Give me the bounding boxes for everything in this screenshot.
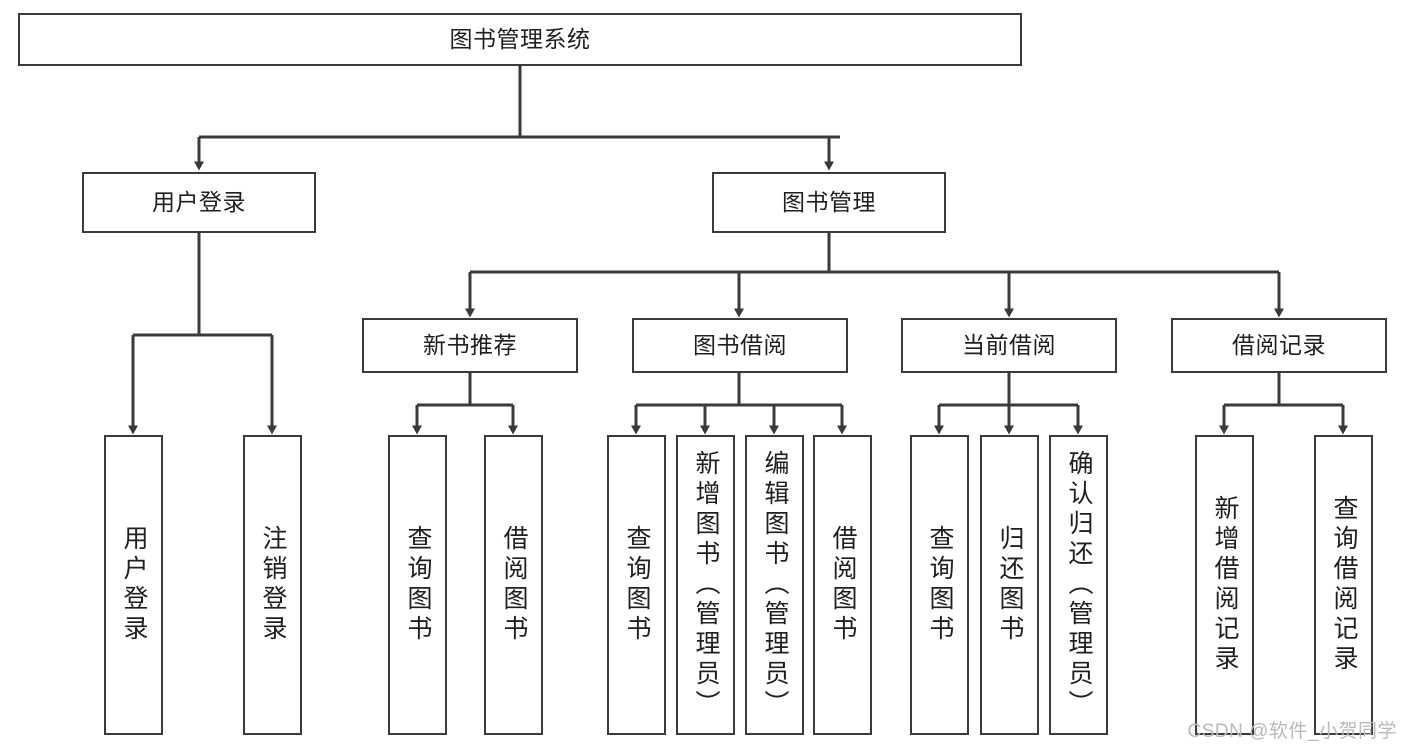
node-leaf-return-book[interactable]: 归还图书: [980, 435, 1039, 735]
node-leaf-borrow-book-2-label: 借阅图书: [829, 525, 857, 645]
node-leaf-query-book-3-label: 查询图书: [926, 525, 954, 645]
node-leaf-add-record[interactable]: 新增借阅记录: [1195, 435, 1254, 735]
node-leaf-query-book-1-label: 查询图书: [404, 525, 432, 645]
node-current-borrow[interactable]: 当前借阅: [901, 318, 1117, 373]
node-leaf-query-record[interactable]: 查询借阅记录: [1314, 435, 1373, 735]
node-leaf-query-record-label: 查询借阅记录: [1330, 495, 1358, 675]
node-root-label: 图书管理系统: [449, 25, 591, 52]
node-root[interactable]: 图书管理系统: [18, 13, 1022, 66]
node-user-login[interactable]: 用户登录: [82, 172, 316, 233]
node-borrow-record[interactable]: 借阅记录: [1171, 318, 1387, 373]
node-leaf-borrow-book-2[interactable]: 借阅图书: [813, 435, 872, 735]
node-leaf-borrow-book-1-label: 借阅图书: [500, 525, 528, 645]
watermark: CSDN @软件_小贺同学: [1187, 721, 1397, 742]
node-leaf-query-book-2-label: 查询图书: [623, 525, 651, 645]
node-leaf-logout[interactable]: 注销登录: [243, 435, 302, 735]
node-leaf-query-book-1[interactable]: 查询图书: [388, 435, 447, 735]
node-leaf-add-book[interactable]: 新增图书（管理员）: [676, 435, 735, 735]
node-new-book-rec-label: 新书推荐: [423, 331, 517, 358]
node-book-mgmt[interactable]: 图书管理: [712, 172, 946, 233]
node-leaf-confirm-return[interactable]: 确认归还（管理员）: [1049, 435, 1108, 735]
node-new-book-rec[interactable]: 新书推荐: [362, 318, 578, 373]
node-leaf-edit-book-label: 编辑图书（管理员）: [761, 450, 789, 720]
node-book-borrow-label: 图书借阅: [693, 331, 787, 358]
node-borrow-record-label: 借阅记录: [1232, 331, 1326, 358]
node-leaf-return-book-label: 归还图书: [996, 525, 1024, 645]
node-leaf-add-record-label: 新增借阅记录: [1211, 495, 1239, 675]
node-leaf-logout-label: 注销登录: [259, 525, 287, 645]
node-leaf-query-book-3[interactable]: 查询图书: [910, 435, 969, 735]
node-leaf-confirm-return-label: 确认归还（管理员）: [1065, 450, 1093, 720]
node-leaf-borrow-book-1[interactable]: 借阅图书: [484, 435, 543, 735]
node-user-login-label: 用户登录: [152, 188, 246, 215]
node-leaf-user-login-label: 用户登录: [120, 525, 148, 645]
node-leaf-add-book-label: 新增图书（管理员）: [692, 450, 720, 720]
node-leaf-user-login[interactable]: 用户登录: [104, 435, 163, 735]
node-leaf-edit-book[interactable]: 编辑图书（管理员）: [745, 435, 804, 735]
node-book-mgmt-label: 图书管理: [782, 188, 876, 215]
node-leaf-query-book-2[interactable]: 查询图书: [607, 435, 666, 735]
node-current-borrow-label: 当前借阅: [962, 331, 1056, 358]
node-book-borrow[interactable]: 图书借阅: [632, 318, 848, 373]
